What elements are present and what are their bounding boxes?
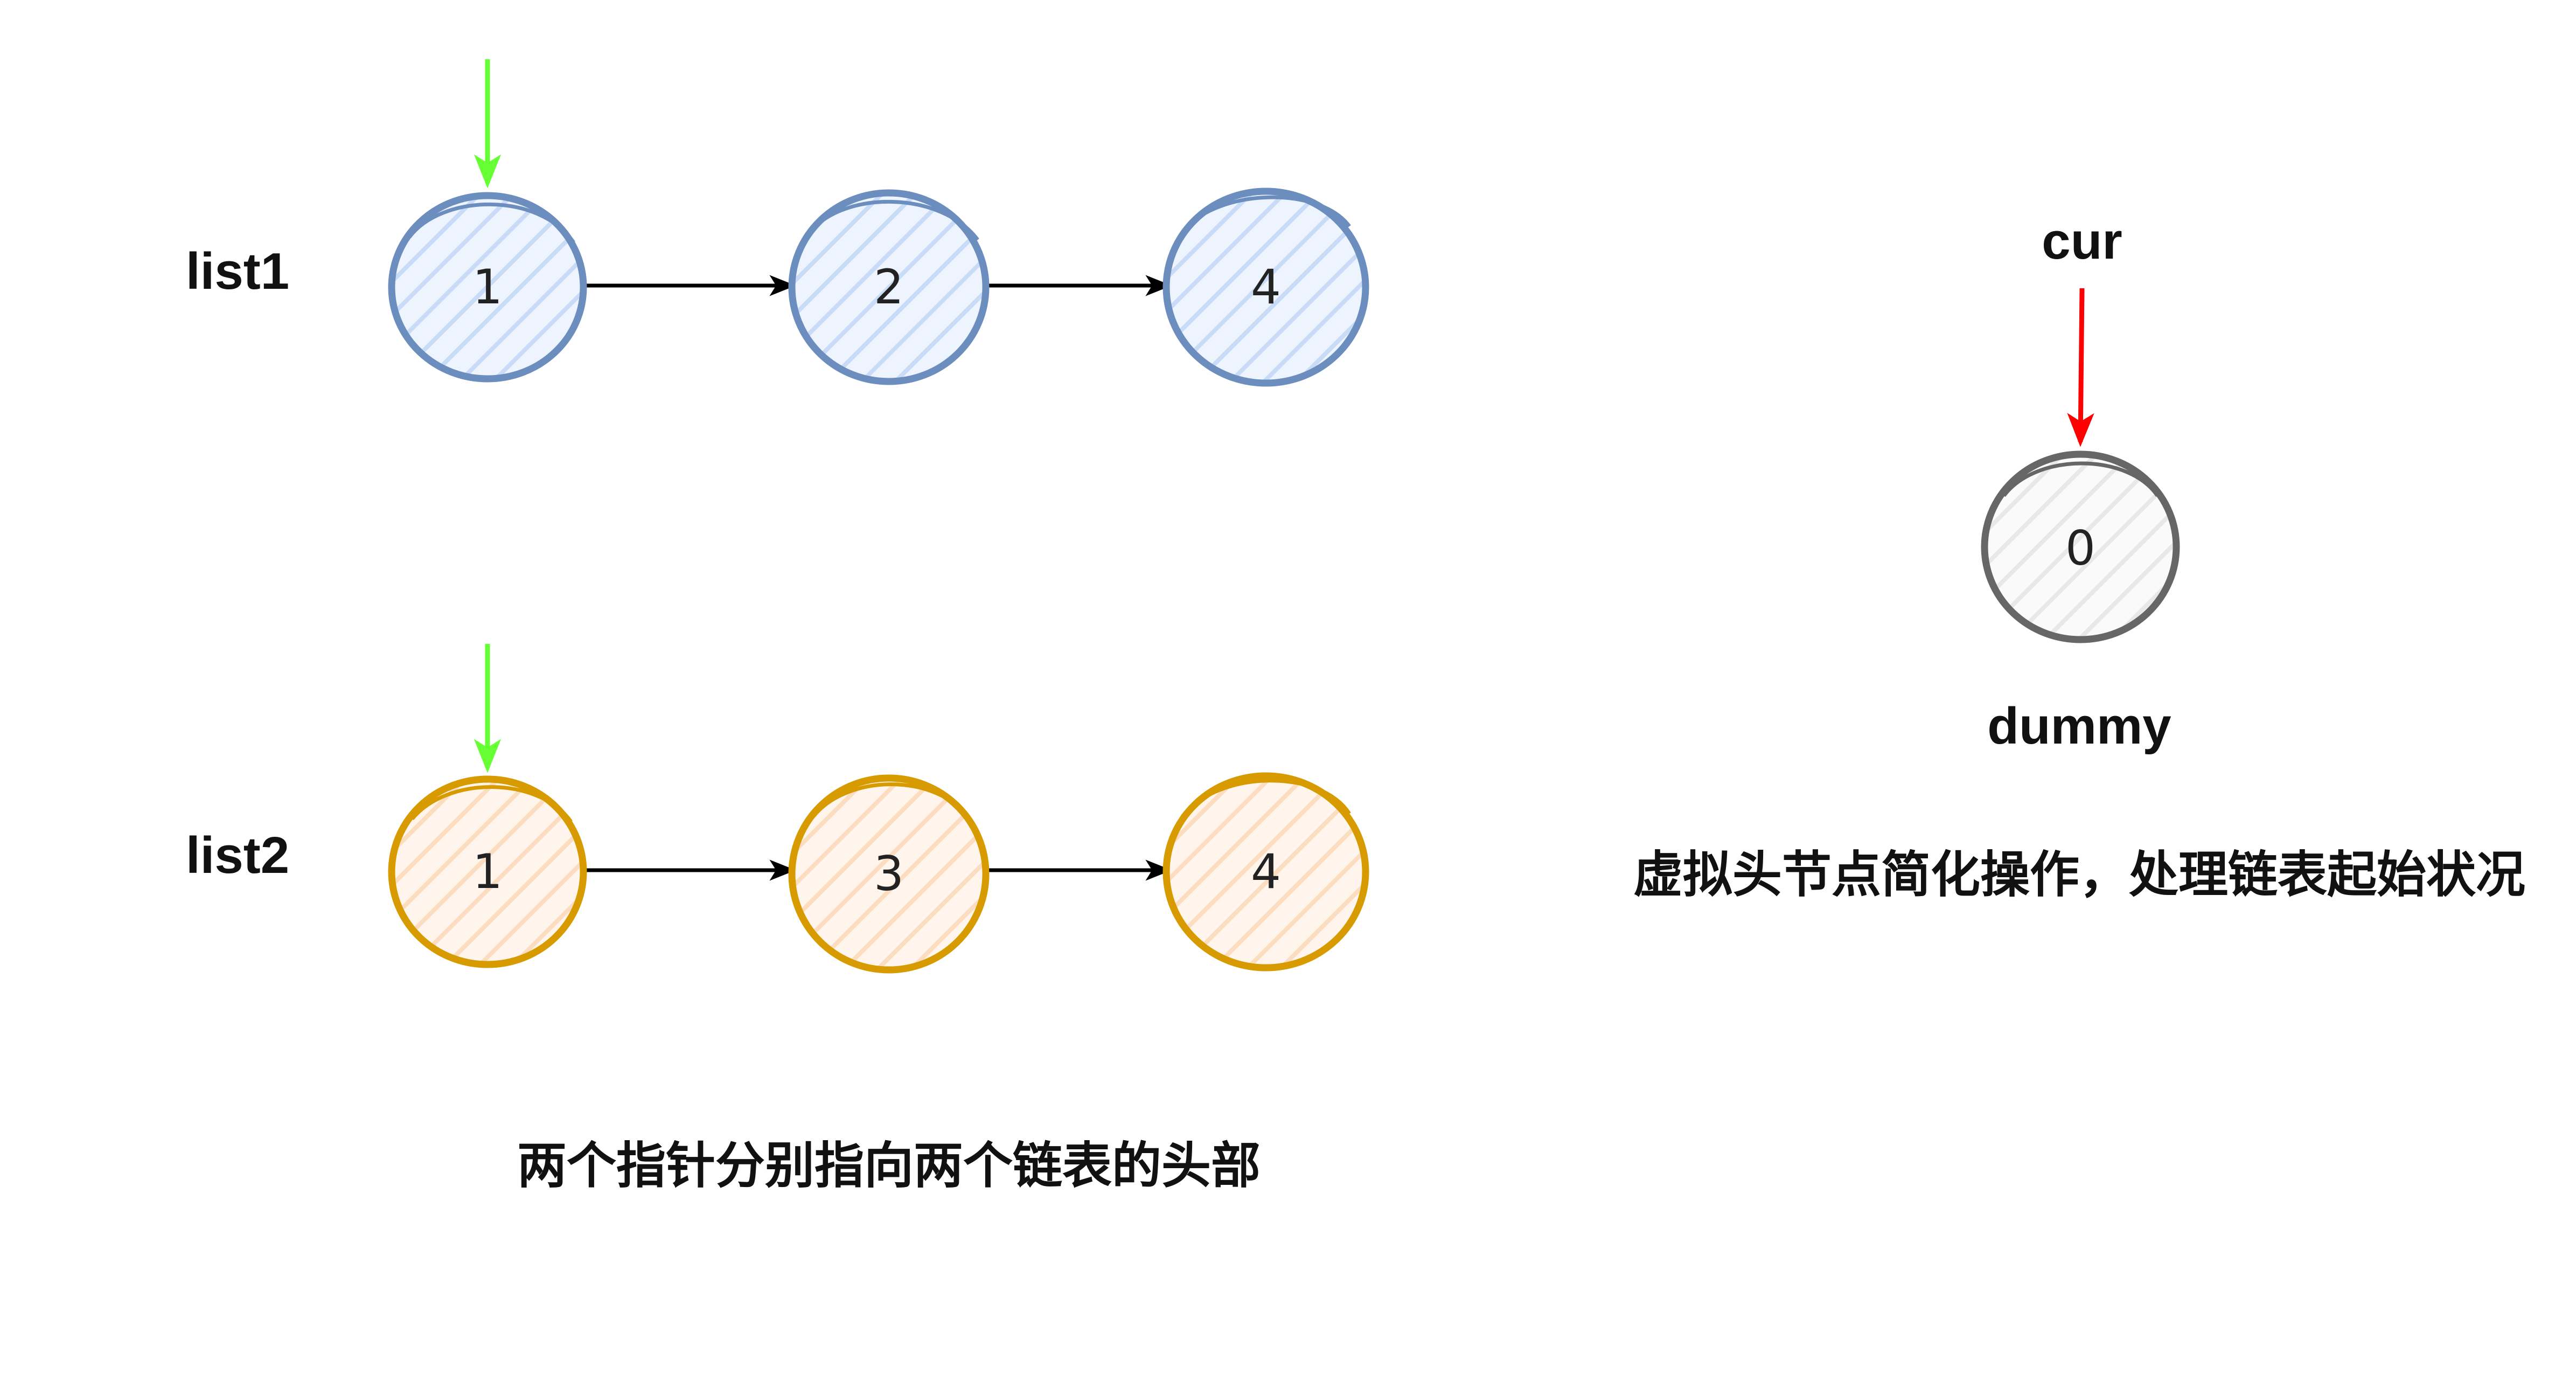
list1-node-3: 4: [1162, 188, 1369, 387]
list1-group: list1 1 2 4: [186, 59, 1369, 387]
right-caption: 虚拟头节点简化操作，处理链表起始状况: [1633, 846, 2525, 904]
list2-node-3-value: 4: [1251, 844, 1281, 899]
cur-pointer-arrow: [2067, 288, 2094, 447]
list2-node-1: 1: [388, 775, 587, 968]
list2-group: list2 1 3 4: [186, 644, 1369, 974]
list2-node-1-value: 1: [472, 844, 503, 899]
list2-label: list2: [186, 827, 289, 884]
list1-node-1: 1: [388, 192, 587, 383]
list2-node-2-value: 3: [874, 846, 904, 901]
left-caption: 两个指针分别指向两个链表的头部: [517, 1137, 1261, 1195]
list2-node-2: 3: [788, 774, 990, 974]
dummy-node: 0: [1981, 450, 2180, 643]
cur-pointer-label: cur: [2042, 212, 2122, 270]
dummy-group: cur 0 dummy: [1981, 212, 2180, 755]
list2-node-3: 4: [1162, 772, 1369, 971]
list1-label: list1: [186, 242, 289, 300]
list1-node-2-value: 2: [874, 259, 904, 315]
list1-node-1-value: 1: [472, 259, 503, 315]
dummy-label: dummy: [1987, 697, 2171, 755]
list1-node-3-value: 4: [1251, 259, 1281, 315]
dummy-node-value: 0: [2065, 521, 2095, 576]
list1-node-2: 2: [788, 189, 990, 385]
